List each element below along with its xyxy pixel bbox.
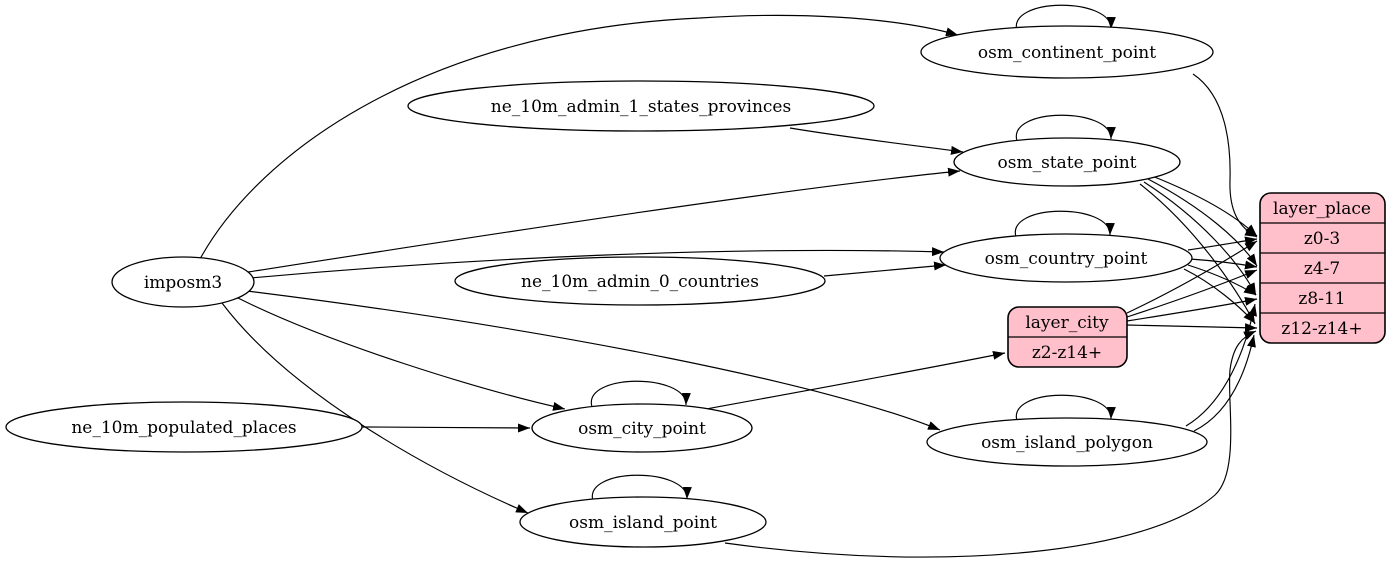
node-osm_continent_point-shape	[920, 25, 1214, 79]
record-layer_place-title: layer_place	[1273, 199, 1371, 219]
node-osm_country_point-label: osm_country_point	[985, 249, 1148, 269]
node-osm_island_point-label: osm_island_point	[569, 513, 717, 533]
self-loop-osm_island_point	[591, 474, 692, 502]
edge-osm_city_point-layer_city-z2-z14	[705, 350, 1006, 410]
edge-osm_island_polygon-layer_place-z12-z14	[1193, 334, 1256, 432]
node-ne_10m_admin_0_countries-label: ne_10m_admin_0_countries	[521, 272, 759, 292]
edge-ne_10m_admin_0_countries-osm_country_point	[823, 261, 947, 277]
edge-osm_island_polygon-layer_place-z8-11	[1185, 303, 1258, 427]
node-osm_state_point-label: osm_state_point	[998, 153, 1137, 173]
node-imposm3: imposm3	[111, 256, 255, 308]
node-ne_10m_admin_1_states_provinces: ne_10m_admin_1_states_provinces	[407, 80, 875, 132]
record-layer_city: layer_city z2-z14+	[1007, 306, 1128, 368]
node-osm_island_point-shape	[519, 496, 767, 548]
record-layer_city-title: layer_city	[1025, 313, 1109, 333]
self-loop-osm_continent_point	[1015, 4, 1116, 32]
record-layer_place-field-z0-3: z0-3	[1304, 229, 1340, 249]
edge-layer_city-layer_place-z4-7	[1126, 269, 1258, 318]
edge-osm_state_point-layer_place-z0-3	[1151, 175, 1258, 237]
node-osm_continent_point: osm_continent_point	[920, 25, 1214, 79]
edge-osm_continent_point-layer_place-z0-3	[1192, 73, 1258, 238]
node-ne_10m_admin_0_countries-shape	[454, 256, 826, 306]
record-layer_place-field-z8-11: z8-11	[1298, 289, 1345, 309]
node-osm_island_point: osm_island_point	[519, 496, 767, 548]
nodes-group: imposm3 ne_10m_admin_1_states_provinces …	[5, 25, 1214, 548]
self-loop-osm_country_point	[1014, 210, 1115, 238]
record-layer_place: layer_place z0-3 z4-7 z8-11 z12-z14+	[1259, 192, 1386, 344]
edge-osm_state_point-layer_place-z4-7	[1147, 178, 1258, 267]
edge-osm_country_point-layer_place-z4-7	[1189, 258, 1258, 270]
record-layer_place-box	[1259, 192, 1386, 344]
edge-layer_city-layer_place-z0-3	[1126, 240, 1258, 314]
edge-ne_10m_admin_1_states_provinces-osm_state_point	[789, 127, 964, 155]
node-imposm3-shape	[111, 256, 255, 308]
edges-group	[199, 4, 1258, 558]
edge-ne_10m_populated_places-osm_city_point	[361, 423, 531, 433]
edge-osm_state_point-layer_place-z12-z14	[1139, 183, 1256, 325]
edge-osm_country_point-layer_place-z0-3	[1187, 236, 1258, 251]
node-ne_10m_populated_places-shape	[5, 401, 363, 453]
node-ne_10m_populated_places: ne_10m_populated_places	[5, 401, 363, 453]
edge-imposm3-osm_country_point	[250, 247, 945, 279]
record-layer_place-field-z12-z14: z12-z14+	[1281, 319, 1362, 339]
edge-layer_city-layer_place-z8-11	[1126, 296, 1258, 322]
edge-imposm3-osm_state_point	[247, 167, 961, 273]
node-ne_10m_admin_1_states_provinces-shape	[407, 80, 875, 132]
self-loop-osm_state_point	[1015, 114, 1116, 142]
edge-osm_country_point-layer_place-z12-z14	[1183, 268, 1256, 324]
node-osm_continent_point-label: osm_continent_point	[978, 43, 1156, 63]
edge-imposm3-osm_island_point	[221, 302, 529, 514]
record-layer_place-field-z4-7: z4-7	[1304, 259, 1340, 279]
node-osm_state_point-shape	[953, 137, 1181, 187]
node-osm_country_point-shape	[939, 233, 1193, 283]
edge-imposm3-osm_island_polygon	[246, 290, 941, 431]
node-osm_city_point-label: osm_city_point	[578, 419, 706, 439]
node-osm_city_point: osm_city_point	[531, 403, 753, 453]
node-osm_island_polygon-label: osm_island_polygon	[981, 433, 1153, 453]
edge-layer_city-layer_place-z12-z14	[1126, 323, 1258, 333]
node-osm_island_polygon-shape	[926, 417, 1208, 467]
node-imposm3-label: imposm3	[144, 273, 222, 293]
node-osm_state_point: osm_state_point	[953, 137, 1181, 187]
node-osm_island_polygon: osm_island_polygon	[926, 417, 1208, 467]
edge-osm_country_point-layer_place-z8-11	[1187, 264, 1257, 296]
edge-imposm3-osm_continent_point	[199, 14, 959, 260]
edge-osm_state_point-layer_place-z8-11	[1143, 181, 1257, 296]
self-loop-osm_island_polygon	[1015, 394, 1116, 422]
edge-imposm3-osm_city_point	[237, 297, 566, 411]
node-osm_city_point-shape	[531, 403, 753, 453]
record-layer_city-field-z2-z14: z2-z14+	[1032, 343, 1102, 363]
edge-osm_island_point-layer_place-z12-z14	[724, 330, 1257, 558]
self-loop-osm_city_point	[590, 380, 691, 408]
node-ne_10m_admin_0_countries: ne_10m_admin_0_countries	[454, 256, 826, 306]
node-ne_10m_admin_1_states_provinces-label: ne_10m_admin_1_states_provinces	[491, 97, 791, 117]
node-osm_country_point: osm_country_point	[939, 233, 1193, 283]
node-ne_10m_populated_places-label: ne_10m_populated_places	[71, 418, 296, 438]
